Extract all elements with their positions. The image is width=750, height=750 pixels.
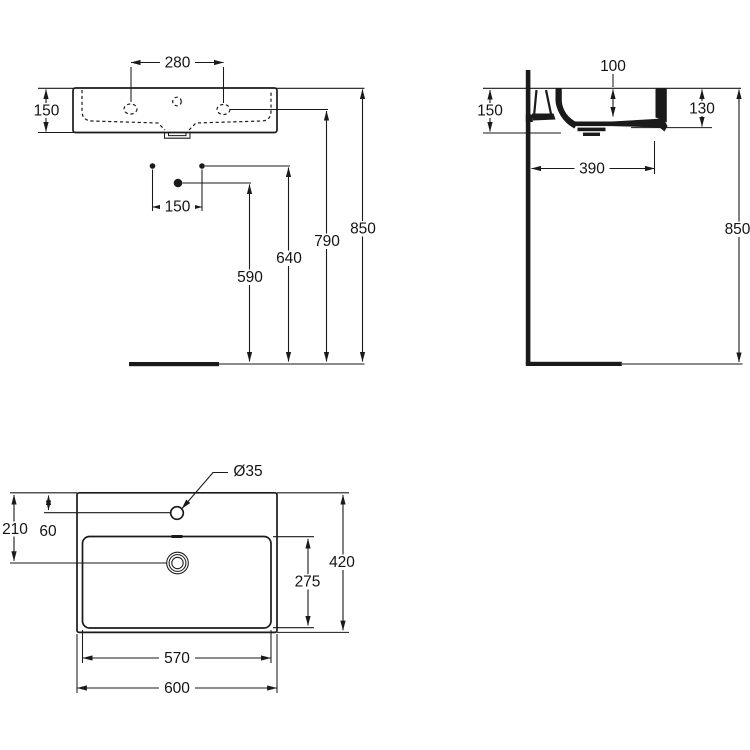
overflow-slot [171,535,183,538]
basin-back-underside-section [532,113,556,121]
floor-line-thick [525,361,622,366]
drain-outer-ring [166,551,189,575]
floor-line-thick [129,362,219,367]
dimension-640: 640 [271,250,307,267]
dimension-150-side: 150 [472,102,508,119]
dimension-275: 275 [290,573,325,590]
basin-outline-front [72,87,278,134]
plan-view: Ø35 210 60 420 275 [0,463,360,697]
drain-inner-ring [171,556,184,570]
dimension-label-150-side: 150 [477,102,503,119]
center-tap-hole-hidden [172,96,182,107]
dimension-150-height: 150 [29,102,64,119]
drain-middle-ring [168,554,187,572]
front-rim-section [655,88,667,123]
dimension-label-420: 420 [329,554,355,571]
tap-hole-left-hidden [123,103,138,115]
dimension-600: 600 [159,680,195,697]
leader-line-tap-diameter [181,471,228,509]
drain-trap-step-2 [577,127,606,132]
dimension-label-150-height: 150 [34,102,60,119]
dimension-label-590: 590 [237,269,263,286]
dimension-210: 210 [0,521,30,538]
tap-hole-right-hidden [216,103,231,116]
dimension-label-tap-diameter: Ø35 [233,463,262,480]
dimension-850-front: 850 [345,220,381,237]
dimension-label-570: 570 [164,650,190,667]
dimension-label-280: 280 [165,54,191,71]
bowl-outline-plan [81,535,272,629]
dimension-130: 130 [684,100,720,117]
side-view: 150 100 130 390 850 [472,58,750,366]
dimension-label-790: 790 [314,233,340,250]
dimension-label-100: 100 [600,58,626,75]
drain-outlet-front [163,132,191,139]
hidden-bowl-contour [81,90,272,131]
bowl-back-wall-section [555,88,578,129]
dimension-420: 420 [324,554,360,571]
dimension-390: 390 [574,160,610,177]
fixing-point-right [199,163,205,169]
dimension-label-130: 130 [689,100,715,117]
dimension-label-600: 600 [164,680,190,697]
drain-trap-step-1 [571,121,612,127]
dimension-label-60: 60 [39,523,57,540]
dimension-label-640: 640 [276,250,302,267]
tap-recess-edge [533,89,538,115]
tap-recess-edge [544,89,553,115]
dimension-label-850-side: 850 [725,221,750,238]
dimension-570: 570 [159,650,195,667]
dimension-label-150-fixing: 150 [165,199,191,216]
front-view: 280 150 150 590 640 790 [29,54,381,367]
fixing-point-left [149,163,156,169]
drain-connection-point [173,178,183,188]
dimension-790: 790 [309,233,345,250]
dimension-850-side: 850 [720,221,750,238]
drain-trap-step-3 [583,132,600,136]
tap-hole-plan [169,505,185,521]
dimension-590: 590 [232,269,268,286]
dimension-label-210: 210 [2,521,28,538]
dimension-280: 280 [160,54,195,71]
wall-bracket-section [525,114,533,122]
wall-line [525,70,531,364]
bowl-bottom-section [612,118,668,132]
dimension-label-850-front: 850 [350,220,376,237]
dimension-label-390: 390 [579,160,605,177]
drain-outlet-inner-front [167,132,187,137]
dimension-150-fixing: 150 [160,199,195,216]
dimension-label-275: 275 [295,573,321,590]
